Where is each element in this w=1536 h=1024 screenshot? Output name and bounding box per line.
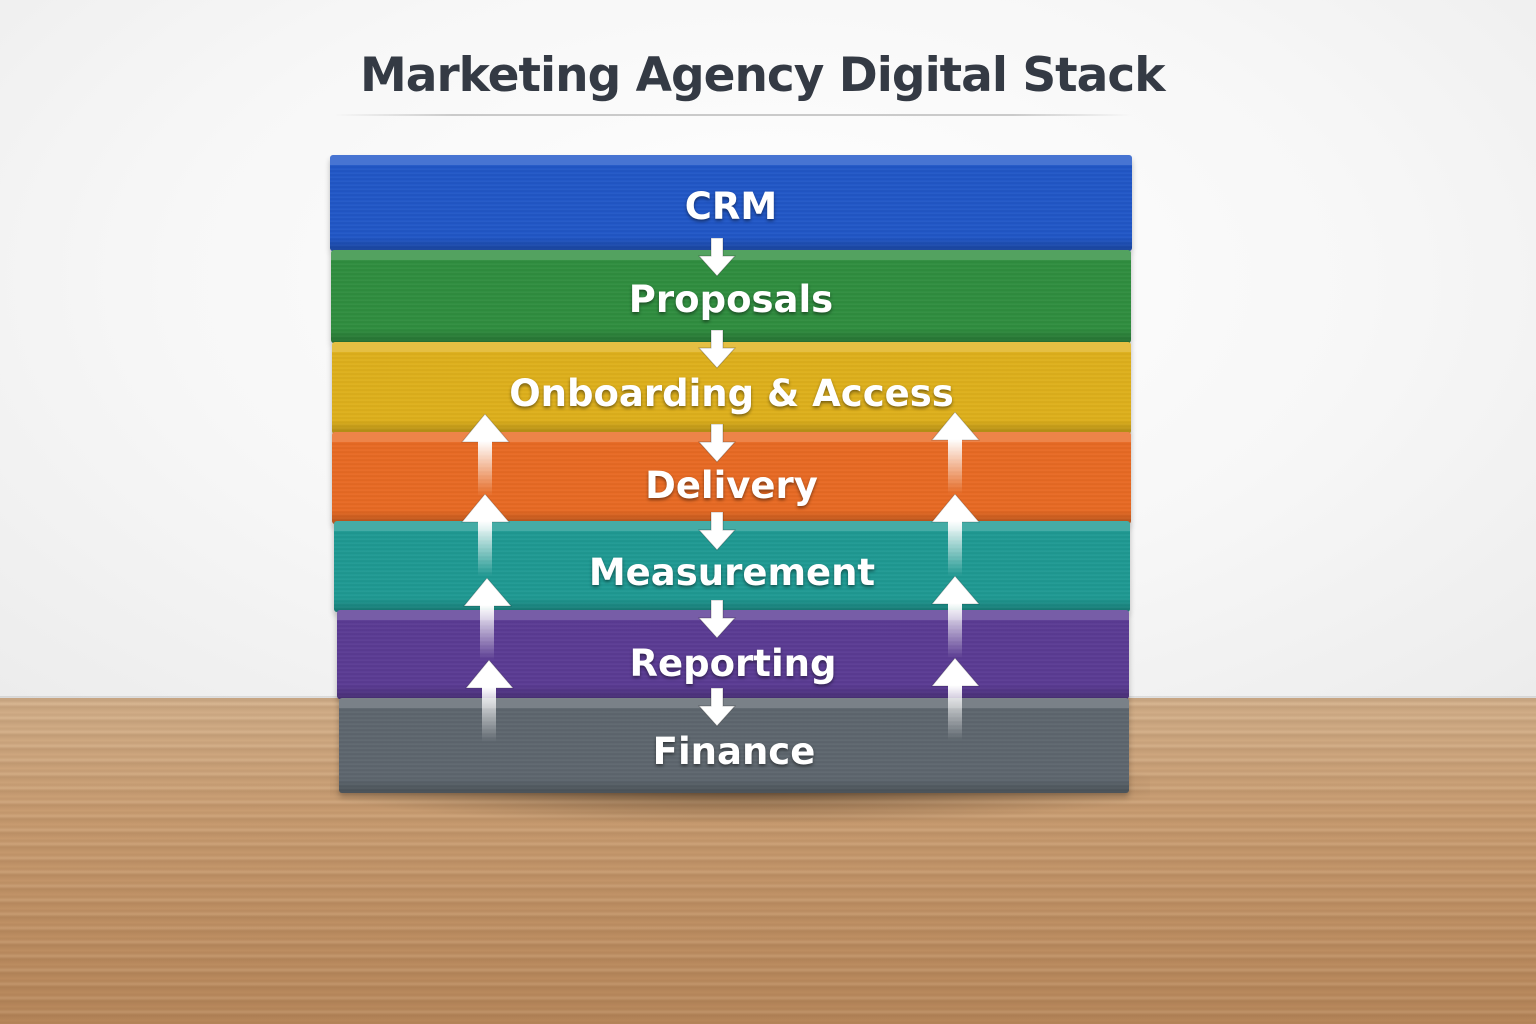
layer-label-onboarding-access: Onboarding & Access xyxy=(509,372,954,415)
layer-onboarding-access: Onboarding & Access xyxy=(332,342,1131,434)
title-divider xyxy=(334,114,1132,116)
layer-face xyxy=(332,352,1131,434)
layer-face xyxy=(330,165,1132,251)
layer-label-measurement: Measurement xyxy=(588,551,876,594)
arrow-down-icon xyxy=(697,512,737,551)
layer-measurement: Measurement xyxy=(334,521,1130,612)
layer-bottom-shade xyxy=(334,598,1130,612)
layer-bottom-shade xyxy=(337,685,1129,699)
layer-face xyxy=(334,531,1130,612)
arrow-up-icon xyxy=(930,658,980,740)
layer-bottom-shade xyxy=(330,237,1132,251)
arrow-down-icon xyxy=(697,600,737,639)
layer-top-edge xyxy=(332,342,1131,352)
layer-top-edge xyxy=(330,155,1132,165)
layer-face xyxy=(339,708,1129,793)
layer-bottom-shade xyxy=(339,779,1129,793)
layer-finance: Finance xyxy=(339,698,1129,793)
layer-proposals: Proposals xyxy=(331,250,1131,343)
layer-bottom-shade xyxy=(332,510,1131,524)
layer-label-crm: CRM xyxy=(684,185,778,228)
arrow-down-icon xyxy=(697,330,737,369)
layer-crm: CRM xyxy=(330,155,1132,251)
layer-bottom-shade xyxy=(331,329,1131,343)
arrow-up-icon xyxy=(930,412,980,494)
arrow-up-icon xyxy=(460,414,510,496)
arrow-up-icon xyxy=(930,576,980,658)
layer-top-edge xyxy=(331,250,1131,260)
layer-label-delivery: Delivery xyxy=(645,464,818,507)
arrow-up-icon xyxy=(464,660,514,742)
arrow-up-icon xyxy=(460,494,510,576)
layer-label-finance: Finance xyxy=(652,730,816,773)
arrow-down-icon xyxy=(697,688,737,727)
layer-bottom-shade xyxy=(332,420,1131,434)
page-title: Marketing Agency Digital Stack xyxy=(360,48,1165,103)
layer-reporting: Reporting xyxy=(337,610,1129,699)
layer-face xyxy=(331,260,1131,343)
arrow-down-icon xyxy=(697,238,737,277)
layer-label-proposals: Proposals xyxy=(628,278,834,321)
arrow-up-icon xyxy=(930,494,980,576)
arrow-up-icon xyxy=(462,578,512,660)
layer-face xyxy=(332,442,1131,524)
layer-top-edge xyxy=(332,432,1131,442)
layer-top-edge xyxy=(339,698,1129,708)
arrow-down-icon xyxy=(697,424,737,463)
layer-delivery: Delivery xyxy=(332,432,1131,524)
layer-top-edge xyxy=(334,521,1130,531)
layer-label-reporting: Reporting xyxy=(629,642,837,685)
layer-top-edge xyxy=(337,610,1129,620)
